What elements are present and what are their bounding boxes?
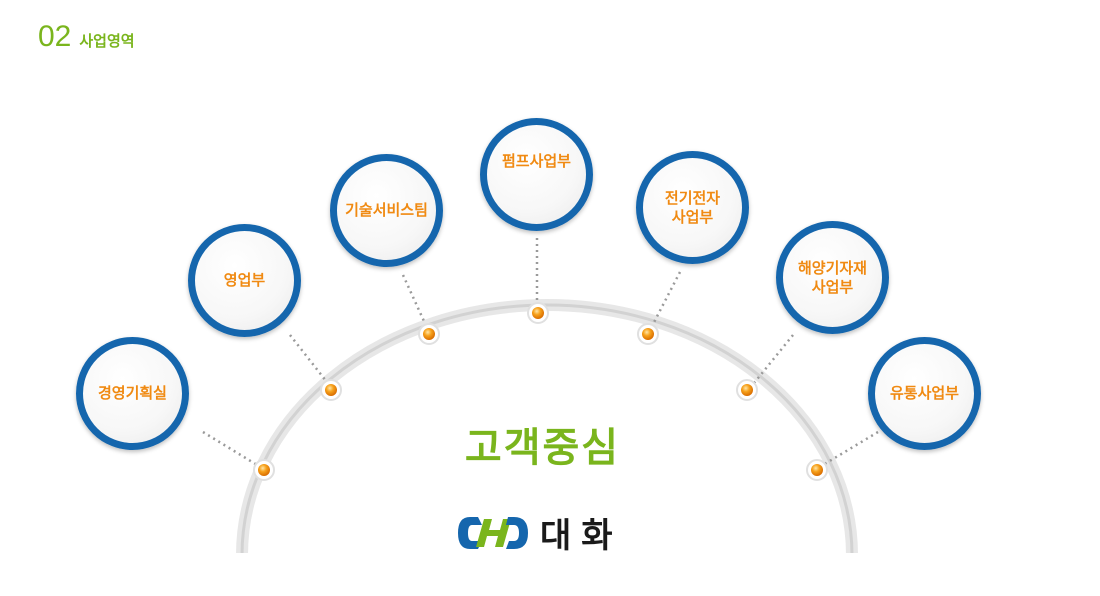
section-number: 02 [38, 20, 72, 53]
node-label-pump: 펌프사업부 [501, 152, 571, 170]
joint-electric [637, 323, 659, 345]
joint-service [418, 323, 440, 345]
joint-planning [253, 459, 275, 481]
connector-service [401, 274, 430, 331]
node-label-distribution: 유통사업부 [889, 384, 959, 402]
node-label-electric: 전기전자 사업부 [664, 188, 721, 226]
node-pump[interactable]: 펌프사업부 [480, 118, 593, 231]
node-service[interactable]: 기술서비스팀 [330, 154, 443, 267]
node-label-sales: 영업부 [223, 271, 266, 289]
joint-distribution [806, 459, 828, 481]
node-label-marine: 해양기자재 사업부 [797, 258, 867, 296]
section-header: 02 사업영역 [38, 20, 135, 54]
brand-name: 대화 [540, 516, 623, 556]
node-label-service: 기술서비스팀 [345, 201, 428, 219]
section-title: 사업영역 [79, 32, 135, 50]
node-marine[interactable]: 해양기자재 사업부 [776, 221, 889, 334]
joint-marine [736, 379, 758, 401]
joint-pump [527, 302, 549, 324]
center-slogan: 고객중심 [464, 425, 621, 471]
node-label-planning: 경영기획실 [97, 384, 167, 402]
dh-logo-icon [458, 516, 528, 549]
node-sales[interactable]: 영업부 [188, 224, 301, 337]
node-electric[interactable]: 전기전자 사업부 [636, 151, 749, 264]
brand: 대화 [456, 508, 623, 557]
joint-sales [320, 379, 342, 401]
node-planning[interactable]: 경영기획실 [76, 337, 189, 450]
connector-sales [289, 334, 331, 387]
connector-electric [648, 271, 682, 331]
node-distribution[interactable]: 유통사업부 [868, 337, 981, 450]
